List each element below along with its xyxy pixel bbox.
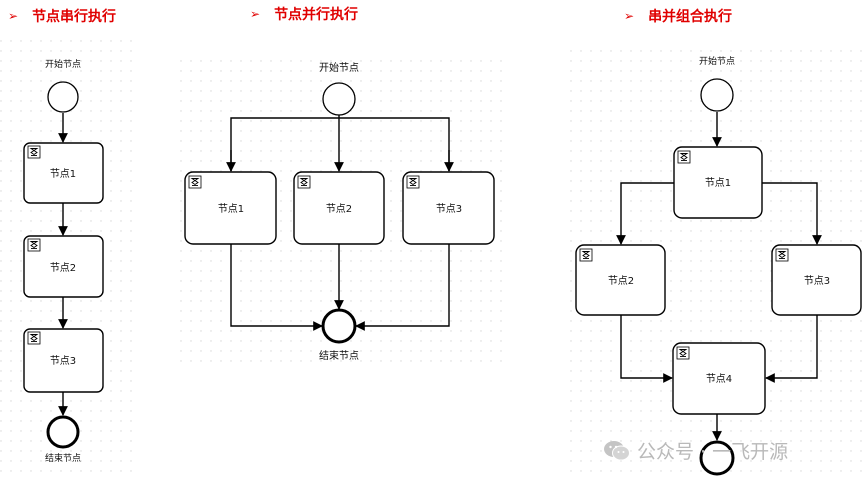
combined-node-4-label: 节点4 (706, 373, 732, 385)
script-task-icon (677, 150, 691, 164)
parallel-node-2[interactable]: 节点2 (293, 171, 385, 245)
combined-section-heading: ➢ 串并组合执行 (624, 6, 732, 26)
serial-node-1-label: 节点1 (50, 168, 76, 180)
parallel-node-3-label: 节点3 (436, 203, 462, 215)
serial-node-3[interactable]: 节点3 (23, 328, 104, 393)
watermark: 公众号 · 一飞开源 (603, 437, 788, 464)
combined-diagram (616, 112, 822, 441)
combined-end-event[interactable] (699, 440, 735, 476)
parallel-node-1[interactable]: 节点1 (184, 171, 277, 245)
serial-start-event[interactable] (47, 81, 79, 113)
serial-node-2[interactable]: 节点2 (23, 235, 104, 298)
script-task-icon (775, 248, 789, 262)
combined-node-4[interactable]: 节点4 (672, 342, 766, 415)
script-task-icon (406, 175, 420, 189)
script-task-icon (676, 346, 690, 360)
combined-node-3-label: 节点3 (804, 275, 830, 287)
combined-node-1[interactable]: 节点1 (673, 146, 763, 219)
combined-node-1-label: 节点1 (705, 177, 731, 189)
script-task-icon (27, 331, 41, 345)
parallel-section-title: 节点并行执行 (274, 7, 359, 23)
combined-node-2-label: 节点2 (608, 275, 634, 287)
script-task-icon (579, 248, 593, 262)
parallel-start-label: 开始节点 (319, 61, 359, 74)
arrow-bullet-icon: ➢ (624, 9, 635, 23)
script-task-icon (188, 175, 202, 189)
serial-section-heading: ➢ 节点串行执行 (8, 6, 116, 26)
parallel-node-3[interactable]: 节点3 (402, 171, 495, 245)
serial-node-3-label: 节点3 (50, 355, 76, 367)
serial-node-2-label: 节点2 (50, 262, 76, 274)
combined-start-event[interactable] (700, 78, 734, 112)
serial-section-title: 节点串行执行 (32, 9, 117, 25)
script-task-icon (27, 238, 41, 252)
parallel-end-event[interactable] (321, 308, 357, 344)
serial-node-1[interactable]: 节点1 (23, 142, 104, 204)
watermark-text: 公众号 · 一飞开源 (637, 441, 789, 463)
serial-start-label: 开始节点 (45, 58, 81, 70)
combined-node-2[interactable]: 节点2 (575, 244, 666, 316)
parallel-diagram (226, 115, 454, 331)
parallel-node-2-label: 节点2 (326, 203, 352, 215)
arrow-bullet-icon: ➢ (8, 9, 19, 23)
parallel-section-heading: ➢ 节点并行执行 (250, 4, 358, 24)
script-task-icon (27, 145, 41, 159)
parallel-end-label: 结束节点 (319, 349, 359, 362)
arrow-bullet-icon: ➢ (250, 7, 261, 21)
serial-end-event[interactable] (46, 415, 80, 449)
combined-start-label: 开始节点 (699, 55, 735, 67)
serial-end-label: 结束节点 (45, 452, 81, 464)
parallel-node-1-label: 节点1 (218, 203, 244, 215)
combined-node-3[interactable]: 节点3 (771, 244, 862, 316)
parallel-start-event[interactable] (322, 82, 356, 116)
combined-section-title: 串并组合执行 (648, 9, 733, 25)
script-task-icon (297, 175, 311, 189)
wechat-logo-icon (604, 440, 630, 460)
